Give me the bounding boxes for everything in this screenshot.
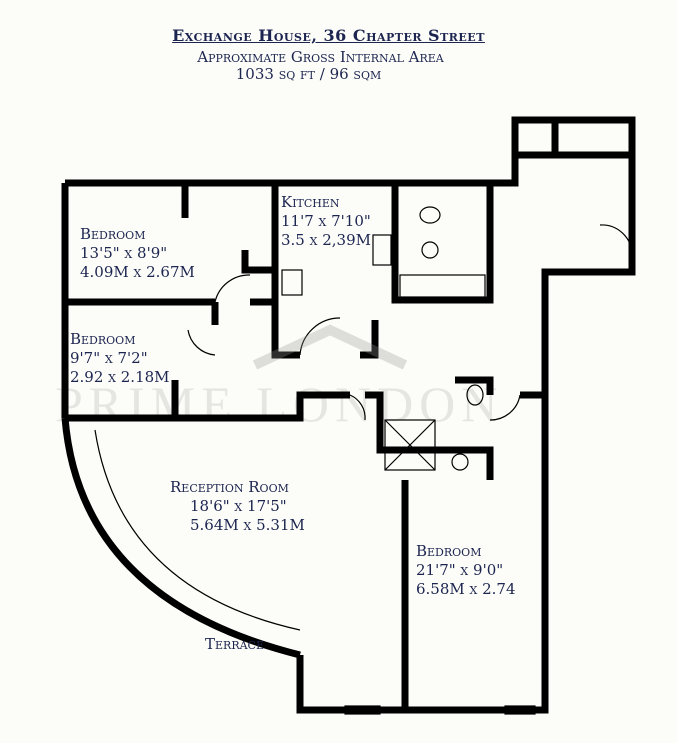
hall-wall (171, 302, 219, 418)
room-name: Bedroom (70, 330, 136, 348)
room-metric: 4.09M x 2.67M (80, 263, 195, 281)
room-label-kitchen: Kitchen 11'7 x 7'10" 3.5 x 2,39M (281, 193, 371, 250)
door-swing (214, 274, 251, 303)
door-swing (187, 329, 216, 356)
room-label-bedroom-1: Bedroom 13'5" x 8'9" 4.09M x 2.67M (80, 225, 195, 282)
room-metric: 3.5 x 2,39M (281, 231, 371, 249)
bedroom-wall (181, 183, 275, 274)
room-name: Bedroom (416, 542, 482, 560)
room-label-terrace: Terrace (205, 635, 264, 653)
door-swing (299, 317, 341, 356)
room-label-reception: Reception Room 18'6" x 17'5" 5.64M x 5.3… (170, 478, 305, 535)
door-swing (599, 224, 633, 256)
area-subtitle: Approximate Gross Internal Area (197, 48, 444, 66)
watermark-roof (252, 324, 408, 370)
door-swing (349, 394, 366, 421)
room-imperial: 18'6" x 17'5" (190, 497, 287, 515)
toilet (419, 206, 441, 224)
room-name: Bedroom (80, 225, 146, 243)
room-name: Kitchen (281, 193, 340, 211)
area-value: 1033 sq ft / 96 sqm (235, 65, 382, 83)
door-swing (489, 394, 521, 421)
basin (421, 241, 439, 259)
sink (372, 234, 392, 266)
bath (399, 274, 486, 298)
shower (384, 419, 436, 471)
room-imperial: 13'5" x 8'9" (80, 244, 168, 262)
basin (451, 453, 469, 471)
room-label-bedroom-2: Bedroom 9'7" x 7'2" 2.92 x 2.18M (70, 330, 170, 387)
outer-wall (65, 116, 636, 714)
watermark: PRIME LONDON (55, 376, 504, 432)
room-name: Reception Room (170, 478, 289, 496)
plan-title: Exchange House, 36 Chapter Street (172, 26, 485, 45)
cupboard-wall (515, 120, 632, 159)
room-imperial: 9'7" x 7'2" (70, 349, 148, 367)
room-metric: 6.58M x 2.74 (416, 580, 516, 598)
room-imperial: 11'7 x 7'10" (281, 212, 371, 230)
kitchen-wall (271, 183, 494, 359)
terrace-wall (61, 417, 301, 659)
hall-wall (65, 391, 494, 710)
ensuite-wall (455, 376, 545, 399)
room-label-bedroom-3: Bedroom 21'7" x 9'0" 6.58M x 2.74 (416, 542, 516, 599)
toilet (466, 384, 484, 406)
room-metric: 2.92 x 2.18M (70, 368, 170, 386)
hob (281, 269, 303, 296)
room-imperial: 21'7" x 9'0" (416, 561, 504, 579)
shower-cross (384, 419, 436, 471)
room-metric: 5.64M x 5.31M (190, 516, 305, 534)
window (504, 705, 536, 715)
terrace-rail (94, 429, 301, 631)
window (344, 705, 381, 715)
